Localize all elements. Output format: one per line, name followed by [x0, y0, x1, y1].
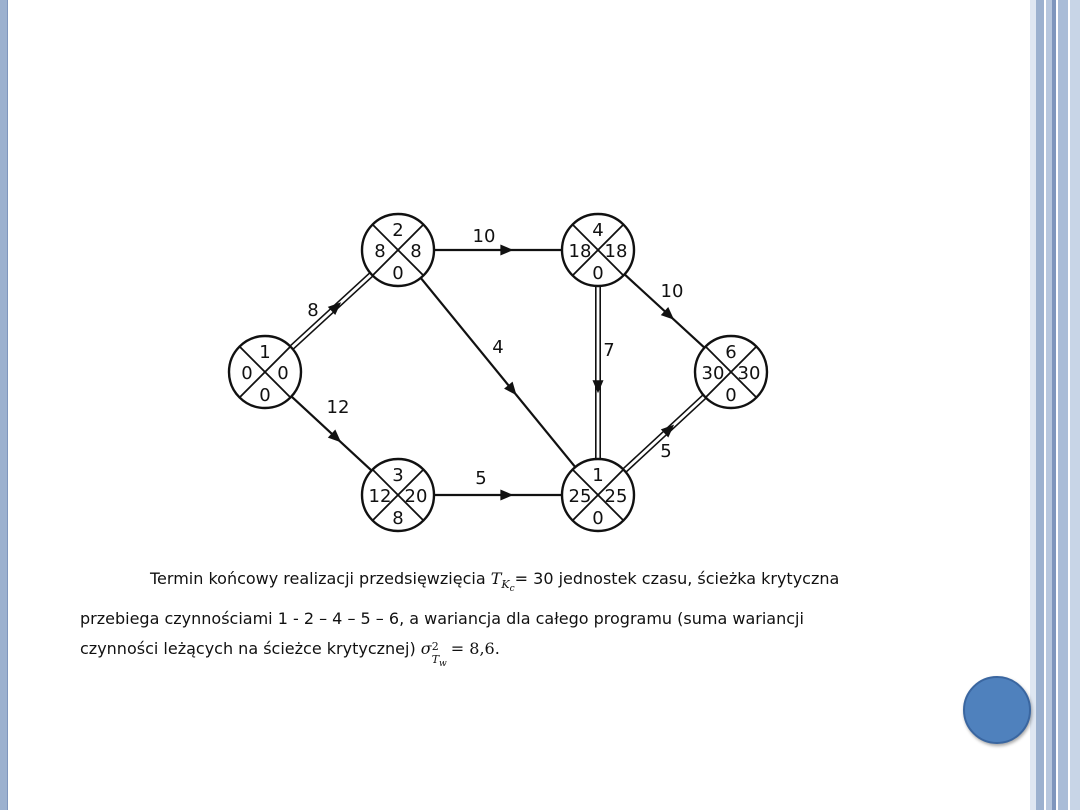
caption-line-1-end: = 30 jednostek czasu, ścieżka krytyczna — [514, 569, 840, 588]
sigma-sub: Tw — [432, 645, 447, 679]
edge-4-6: 10 — [623, 273, 706, 349]
t-subsub-letter: c — [509, 584, 515, 594]
node-divider — [571, 468, 625, 522]
node-slack: 0 — [592, 263, 603, 284]
node-number: 4 — [592, 220, 603, 241]
edge-duration-label: 5 — [660, 441, 671, 462]
caption-line-1: Termin końcowy realizacji przedsięwzięci… — [80, 564, 960, 604]
node-divider — [571, 223, 625, 277]
event-node-6: 630 300 — [693, 334, 769, 410]
node-slack: 8 — [392, 508, 403, 529]
node-slack: 0 — [392, 263, 403, 284]
edge-duration-label: 5 — [475, 468, 486, 489]
node-early-time: 8 — [374, 241, 385, 262]
edge-5-6: 5 — [622, 394, 707, 473]
node-late-time: 8 — [410, 241, 421, 262]
edge-duration-label: 12 — [327, 397, 350, 418]
event-node-2: 28 80 — [360, 212, 436, 288]
t-sub: Kc — [501, 578, 515, 594]
node-divider — [704, 345, 758, 399]
node-number: 6 — [725, 342, 736, 363]
caption-line-3-start: czynności leżących na ścieżce krytycznej… — [80, 639, 421, 658]
edge-duration-label: 4 — [492, 337, 503, 358]
node-number: 1 — [259, 342, 270, 363]
t-sub-letter: K — [501, 578, 510, 591]
edge-duration-label: 10 — [473, 226, 496, 247]
edge-2-4: 10 — [434, 226, 562, 256]
t-symbol: T — [490, 569, 502, 588]
caption-line-3: czynności leżących na ścieżce krytycznej… — [80, 634, 960, 669]
node-slack: 0 — [259, 385, 270, 406]
sigma-subsub-letter: w — [439, 659, 447, 669]
node-divider — [238, 345, 292, 399]
arrowhead — [500, 244, 514, 256]
node-early-time: 30 — [702, 363, 725, 384]
right-border-stripe — [1058, 0, 1068, 810]
edge-1-3: 12 — [290, 395, 373, 472]
caption-line-1-start: Termin końcowy realizacji przedsięwzięci… — [150, 569, 491, 588]
edge-line — [419, 277, 577, 468]
node-divider — [371, 468, 425, 522]
sigma-sup: 2 — [431, 640, 439, 653]
node-early-time: 12 — [369, 486, 392, 507]
critical-edge-line — [625, 397, 707, 473]
sigma-symbol: σ — [420, 639, 432, 658]
arrowhead — [592, 380, 604, 394]
caption-line-2: przebiega czynnościami 1 - 2 – 4 – 5 – 6… — [80, 609, 804, 628]
right-border-stripe — [1046, 0, 1052, 810]
edge-2-5: 4 — [419, 277, 577, 468]
right-border-stripe — [1070, 0, 1080, 810]
right-border-stripe — [1052, 0, 1056, 810]
right-border-stripe — [1030, 0, 1036, 810]
edge-3-5: 5 — [434, 468, 562, 501]
edge-4-5: 7 — [592, 286, 615, 459]
critical-edge-line — [622, 394, 704, 470]
node-early-time: 18 — [569, 241, 592, 262]
arrowhead — [660, 306, 675, 320]
tk-symbol: TKc — [490, 569, 515, 594]
edge-duration-label: 10 — [661, 281, 684, 302]
critical-edge-line — [292, 275, 374, 350]
node-slack: 0 — [592, 508, 603, 529]
slide-left-border — [0, 0, 8, 810]
node-number: 2 — [392, 220, 403, 241]
event-node-3: 312 208 — [360, 457, 436, 533]
node-number: 1 — [592, 465, 603, 486]
node-late-time: 0 — [277, 363, 288, 384]
arrowhead — [327, 302, 342, 316]
caption-text: Termin końcowy realizacji przedsięwzięci… — [80, 564, 960, 669]
next-slide-button[interactable] — [963, 676, 1031, 744]
arrowhead — [500, 489, 514, 501]
arrowhead — [660, 424, 675, 438]
node-late-time: 18 — [605, 241, 628, 262]
slide-right-border — [1030, 0, 1080, 810]
node-late-time: 20 — [405, 486, 428, 507]
event-node-4: 418 180 — [560, 212, 636, 288]
arrowhead — [504, 381, 517, 396]
node-late-time: 25 — [605, 486, 628, 507]
right-border-stripe — [1036, 0, 1044, 810]
edge-line — [290, 395, 373, 472]
sigma-sub-letter: T — [431, 653, 440, 666]
arrowhead — [327, 429, 342, 443]
critical-edge-line — [289, 272, 371, 347]
edge-duration-label: 7 — [603, 340, 614, 361]
edge-line — [623, 273, 706, 349]
node-slack: 0 — [725, 385, 736, 406]
node-divider — [371, 223, 425, 277]
edge-1-2: 8 — [289, 272, 374, 350]
event-node-5: 125 250 — [560, 457, 636, 533]
node-early-time: 0 — [241, 363, 252, 384]
node-late-time: 30 — [738, 363, 761, 384]
caption-equation-value: = 8,6. — [445, 639, 500, 658]
node-early-time: 25 — [569, 486, 592, 507]
node-number: 3 — [392, 465, 403, 486]
edge-duration-label: 8 — [307, 300, 318, 321]
